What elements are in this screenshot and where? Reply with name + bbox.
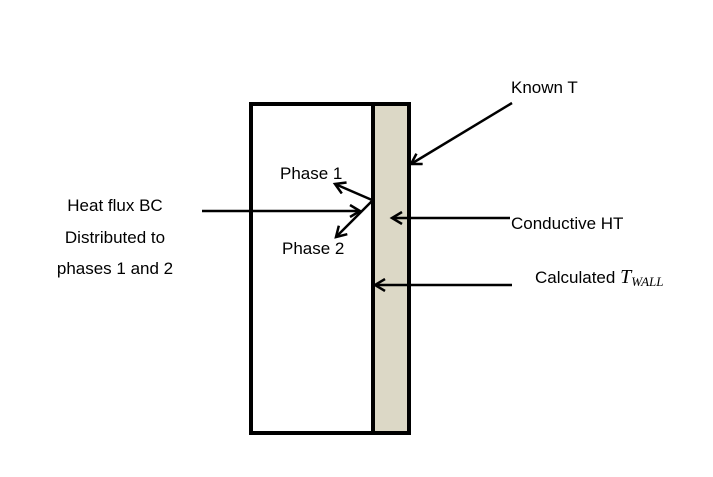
known-t-label: Known T [511, 78, 578, 97]
heat-flux-label-1: Heat flux BC [67, 196, 163, 215]
conductive-label: Conductive HT [511, 214, 624, 233]
calculated-label: Calculated TWALL [535, 267, 664, 292]
t-subscript: WALL [631, 274, 664, 289]
phase2-arrow [336, 200, 373, 237]
t-wall-symbol: TWALL [620, 266, 664, 289]
wall-strip [371, 102, 411, 435]
phase2-label: Phase 2 [282, 239, 345, 258]
t-symbol: T [620, 266, 632, 288]
heat-flux-label-3: phases 1 and 2 [56, 259, 174, 278]
heat-flux-label-2: Distributed to [64, 228, 166, 247]
known-t-arrow [411, 101, 513, 164]
phase1-arrow [335, 184, 373, 202]
phase1-label: Phase 1 [280, 164, 343, 183]
calculated-text: Calculated [535, 268, 616, 287]
